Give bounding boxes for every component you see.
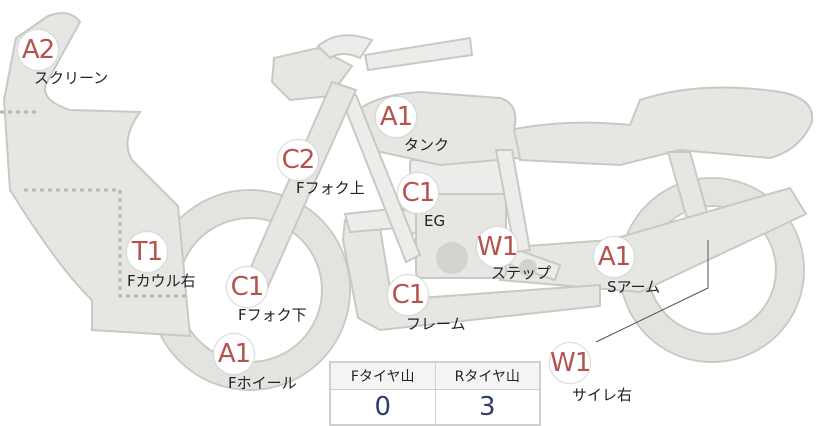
frame-rear-tube-shape	[494, 149, 532, 254]
marker-screen: A2	[17, 29, 63, 75]
rear-tread-value[interactable]: 3	[434, 389, 541, 426]
marker-step: W1	[476, 226, 522, 272]
label-front-wheel: Fホイール	[228, 374, 297, 392]
grade-badge-engine[interactable]: C1	[397, 172, 439, 214]
label-front-fork-upper: Fフォク上	[296, 179, 365, 197]
handlebar-shape	[316, 34, 474, 72]
label-front-cowl-right: Fカウル右	[127, 272, 196, 290]
engine-cover-shape	[436, 242, 468, 274]
front-tread-header: Fタイヤ山	[329, 361, 436, 390]
grade-badge-tank[interactable]: A1	[375, 96, 417, 138]
marker-silencer-right: W1	[549, 342, 595, 388]
marker-frame: C1	[387, 274, 433, 320]
rear-tread-header: Rタイヤ山	[434, 361, 541, 390]
grade-badge-front-cowl-right[interactable]: T1	[126, 231, 168, 273]
grade-badge-front-fork-lower[interactable]: C1	[226, 266, 268, 308]
grade-badge-frame[interactable]: C1	[387, 274, 429, 316]
grade-badge-screen[interactable]: A2	[17, 29, 59, 71]
silencer-leader-line	[595, 240, 709, 343]
tire-tread-value-row: 0 3	[329, 389, 541, 426]
label-frame: フレーム	[406, 315, 466, 333]
seat-shape	[498, 86, 814, 167]
cowl-outline-dots	[0, 110, 190, 298]
label-front-fork-lower: Fフォク下	[238, 306, 307, 324]
label-silencer-right: サイレ右	[572, 386, 633, 404]
footpeg-shape	[519, 259, 537, 277]
grade-badge-step[interactable]: W1	[476, 226, 518, 268]
marker-swing-arm: A1	[593, 236, 639, 282]
marker-front-fork-lower: C1	[226, 266, 272, 312]
grade-badge-silencer-right[interactable]: W1	[549, 342, 591, 384]
label-screen: スクリーン	[34, 69, 109, 87]
marker-tank: A1	[375, 96, 421, 142]
grade-badge-front-wheel[interactable]: A1	[213, 333, 255, 375]
marker-front-cowl-right: T1	[126, 231, 172, 277]
label-step: ステップ	[491, 264, 552, 282]
grade-badge-front-fork-upper[interactable]: C2	[277, 139, 319, 181]
tire-tread-table: Fタイヤ山 Rタイヤ山 0 3	[329, 361, 541, 426]
marker-engine: C1	[397, 172, 443, 218]
marker-front-wheel: A1	[213, 333, 259, 379]
label-tank: タンク	[404, 136, 450, 154]
marker-front-fork-upper: C2	[277, 139, 323, 185]
grade-badge-swing-arm[interactable]: A1	[593, 236, 635, 278]
tire-tread-header-row: Fタイヤ山 Rタイヤ山	[329, 361, 541, 390]
front-tread-value[interactable]: 0	[329, 389, 436, 426]
label-engine: EG	[424, 212, 446, 230]
label-swing-arm: Sアーム	[607, 278, 661, 296]
